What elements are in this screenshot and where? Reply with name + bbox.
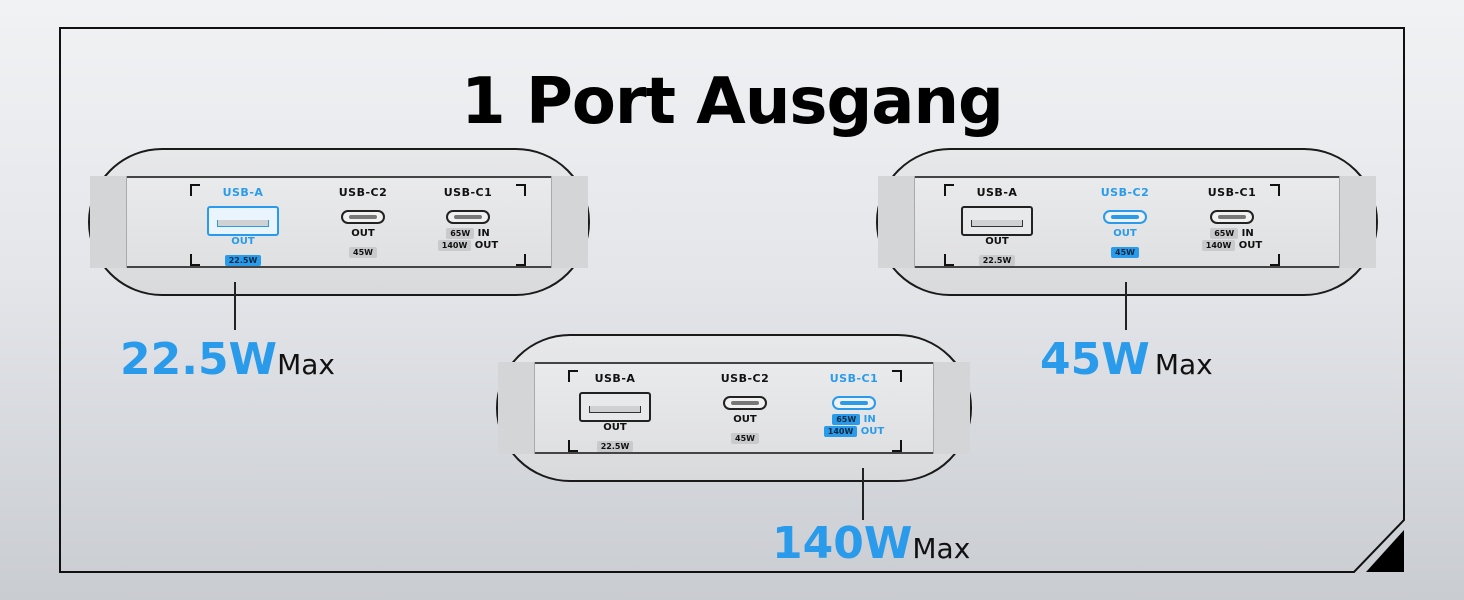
callout-right-value: 45W: [1040, 334, 1150, 385]
port-usb-c1: USB-C1 65W IN 140W OUT: [802, 372, 906, 438]
callout-center-value: 140W: [772, 518, 913, 569]
device-left: USB-A OUT 22.5W USB-C2 OUT 45W USB-C1 65…: [88, 148, 590, 296]
usb-c-port-icon: [723, 396, 767, 410]
port-usb-c2: USB-C2 OUT 45W: [338, 186, 388, 258]
callout-line-left: [234, 282, 236, 330]
port-usb-c1: USB-C1 65W IN 140W OUT: [1180, 186, 1284, 252]
device-right: USB-A OUT 22.5W USB-C2 OUT 45W USB-C1 65…: [876, 148, 1378, 296]
usb-c-port-icon: [1103, 210, 1147, 224]
usb-a-port-icon: [579, 392, 651, 422]
usb-c-port-icon: [832, 396, 876, 410]
usb-a-port-icon: [961, 206, 1033, 236]
port-usb-a: USB-A OUT 22.5W: [198, 186, 288, 267]
port-usb-c1: USB-C1 65W IN 140W OUT: [416, 186, 520, 252]
callout-center-max: Max: [912, 532, 971, 565]
port-usb-c2: USB-C2 OUT 45W: [1100, 186, 1150, 258]
port-usb-a: USB-A OUT 22.5W: [570, 372, 660, 453]
callout-left-max: Max: [277, 348, 335, 381]
usb-c-port-icon: [1210, 210, 1254, 224]
port-usb-c2: USB-C2 OUT 45W: [720, 372, 770, 444]
callout-left-value: 22.5W: [120, 334, 278, 385]
callout-center: 140WMax: [772, 518, 970, 569]
usb-a-port-icon: [207, 206, 279, 236]
callout-line-center: [862, 468, 864, 520]
usb-c-port-icon: [341, 210, 385, 224]
page-title: 1 Port Ausgang: [461, 65, 1004, 139]
callout-left: 22.5WMax: [120, 334, 335, 385]
port-usb-a: USB-A OUT 22.5W: [952, 186, 1042, 267]
corner-triangle-icon: [1366, 530, 1404, 572]
usb-c-port-icon: [446, 210, 490, 224]
callout-right: 45W Max: [1040, 334, 1213, 385]
callout-right-max: Max: [1154, 348, 1213, 381]
callout-line-right: [1125, 282, 1127, 330]
device-center: USB-A OUT 22.5W USB-C2 OUT 45W USB-C1 65…: [496, 334, 972, 482]
